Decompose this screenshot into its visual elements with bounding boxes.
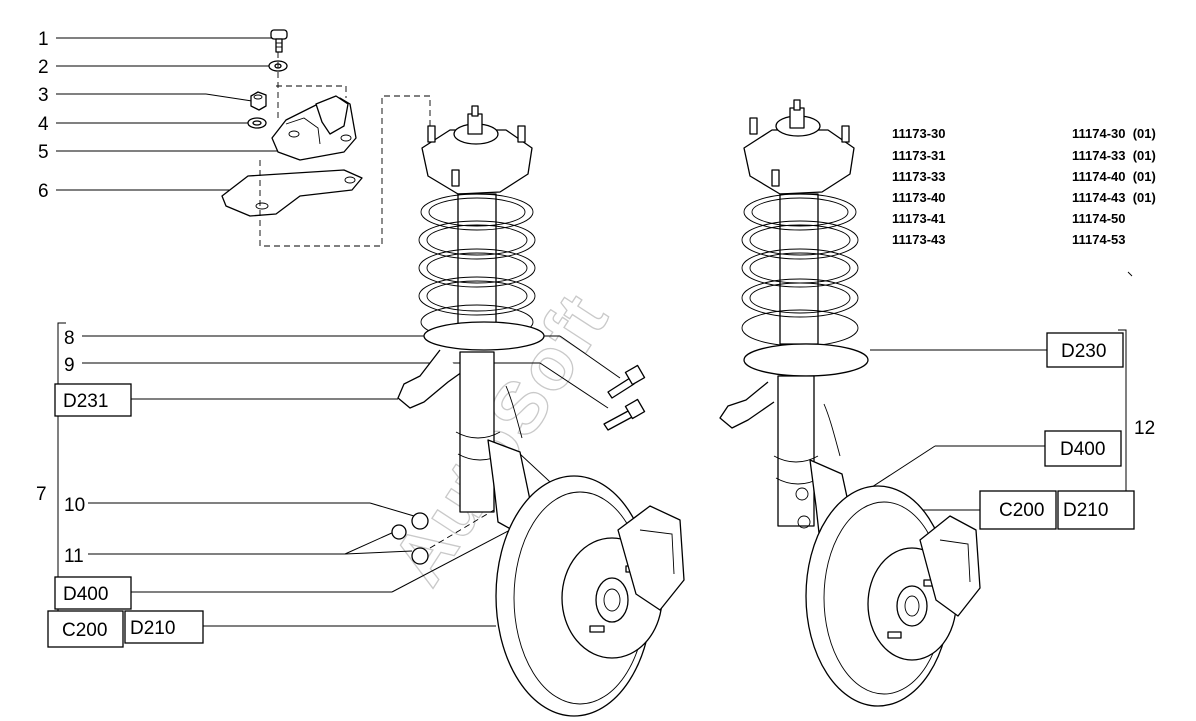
ref-box-left-d231[interactable]: D231	[54, 383, 398, 417]
model-code: 11174-30 (01)	[1072, 126, 1156, 141]
callout-2: 2	[38, 57, 49, 78]
svg-text:D400: D400	[63, 584, 108, 605]
ref-box-right-c200[interactable]: C200	[900, 490, 1057, 530]
model-code: 11173-41	[892, 211, 946, 226]
strut-assembly-left	[397, 105, 685, 717]
dash-guide-nut	[429, 509, 495, 549]
callout-3: 3	[38, 85, 49, 106]
callout-7: 7	[36, 484, 47, 505]
nut-part-11	[411, 547, 429, 565]
model-code: 11173-43	[892, 232, 946, 247]
ref-box-right-d400[interactable]: D400	[851, 430, 1122, 501]
minor-mark	[1127, 271, 1133, 277]
model-code: 11174-33 (01)	[1072, 148, 1156, 163]
callout-10: 10	[64, 495, 85, 516]
ref-box-left-d400[interactable]: D400	[54, 529, 511, 610]
callout-4: 4	[38, 114, 49, 135]
model-code: 11173-33	[892, 169, 946, 184]
washer-part-4	[247, 117, 267, 129]
nut-part-10	[391, 512, 429, 540]
ref-box-right-d210[interactable]: D210	[1057, 490, 1135, 530]
svg-text:C200: C200	[999, 500, 1044, 521]
model-code: 11173-31	[892, 148, 946, 163]
plate-part-6	[221, 169, 363, 217]
assembly-dash-guides	[259, 52, 431, 247]
bolt-part-1	[270, 29, 288, 53]
callout-6: 6	[38, 181, 49, 202]
svg-text:D210: D210	[130, 618, 175, 639]
model-code: 11174-53	[1072, 232, 1126, 247]
callout-9: 9	[64, 355, 75, 376]
model-list-left: 11173-30 11173-31 11173-33 11173-40 1117…	[892, 126, 946, 247]
callout-5: 5	[38, 142, 49, 163]
model-code: 11174-50	[1072, 211, 1126, 226]
leader-lines-top	[56, 37, 278, 191]
model-code: 11173-40	[892, 190, 946, 205]
support-bracket-part-5	[271, 95, 357, 161]
ref-box-left-c200[interactable]: C200	[47, 610, 124, 648]
svg-text:D400: D400	[1060, 439, 1105, 460]
bolt-part-9	[603, 398, 646, 431]
strut-assembly-right	[719, 99, 981, 707]
callout-12: 12	[1134, 418, 1155, 439]
nut-part-3	[250, 91, 267, 111]
model-list-right: 11174-30 (01) 11174-33 (01) 11174-40 (01…	[1072, 126, 1156, 247]
ref-box-left-d210[interactable]: D210	[124, 610, 496, 644]
callout-8: 8	[64, 328, 75, 349]
svg-text:D210: D210	[1063, 500, 1108, 521]
svg-text:D231: D231	[63, 391, 108, 412]
model-code: 11174-40 (01)	[1072, 169, 1156, 184]
model-code: 11174-43 (01)	[1072, 190, 1156, 205]
svg-text:D230: D230	[1061, 341, 1106, 362]
callout-11: 11	[64, 546, 84, 567]
bolt-part-8	[607, 364, 646, 399]
model-code: 11173-30	[892, 126, 946, 141]
svg-text:C200: C200	[62, 620, 107, 641]
ref-box-right-d230[interactable]: D230	[870, 332, 1124, 368]
callout-1: 1	[38, 29, 49, 50]
